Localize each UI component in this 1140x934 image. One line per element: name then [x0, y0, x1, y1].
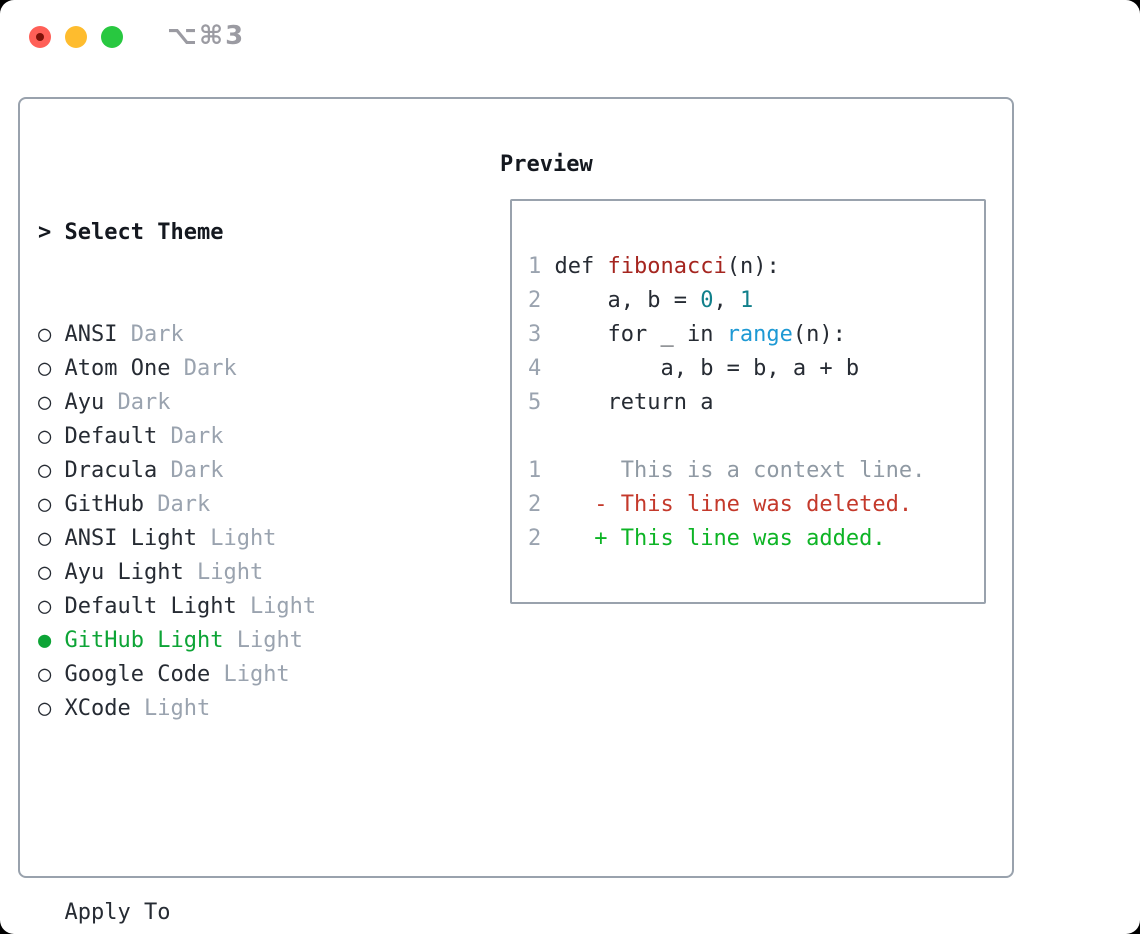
theme-list: ○ ANSI Dark○ Atom One Dark○ Ayu Dark○ De…	[38, 318, 409, 726]
theme-name: Ayu	[64, 390, 105, 415]
code-segment: 1	[739, 288, 754, 313]
code-segment: return a	[554, 390, 714, 415]
line-number: 4	[528, 356, 555, 381]
theme-item-google-code[interactable]: ○ Google Code Light	[38, 658, 409, 692]
apply-to-header: Apply To	[64, 900, 171, 925]
theme-variant: Dark	[157, 492, 211, 517]
line-number: 3	[528, 322, 555, 347]
line-number: 5	[528, 390, 555, 415]
theme-item-ansi[interactable]: ○ ANSI Dark	[38, 318, 409, 352]
preview-header: Preview	[500, 152, 593, 177]
theme-item-github[interactable]: ○ GitHub Dark	[38, 488, 409, 522]
theme-name: Dracula	[64, 458, 158, 483]
theme-item-dracula[interactable]: ○ Dracula Dark	[38, 454, 409, 488]
theme-variant: Light	[143, 696, 211, 721]
theme-variant: Dark	[183, 356, 237, 381]
theme-variant: Light	[249, 594, 317, 619]
code-line: 2 a, b = 0, 1	[528, 284, 984, 318]
theme-variant: Dark	[130, 322, 184, 347]
theme-name: XCode	[64, 696, 131, 721]
line-number: 2	[528, 288, 555, 313]
select-theme-title: Select Theme	[64, 220, 224, 245]
radio-unselected-icon: ○	[38, 696, 52, 721]
code-segment: def	[554, 254, 608, 279]
theme-variant: Light	[223, 662, 290, 687]
code-line: 3 for _ in range(n):	[528, 318, 984, 352]
prompt-icon: >	[38, 220, 52, 245]
theme-name: GitHub	[64, 492, 144, 517]
select-theme-header: > Select Theme	[38, 216, 409, 250]
theme-item-ayu-light[interactable]: ○ Ayu Light Light	[38, 556, 409, 590]
code-segment: range	[726, 322, 793, 347]
code-line-blank	[528, 420, 984, 454]
code-segment: + This line was added.	[554, 526, 886, 551]
code-segment: 0	[700, 288, 714, 313]
close-dot-icon	[36, 33, 44, 41]
code-segment: - This line was deleted.	[554, 492, 913, 517]
line-number: 1	[528, 254, 555, 279]
theme-picker-panel: > Select Theme ○ ANSI Dark○ Atom One Dar…	[18, 97, 1014, 925]
radio-unselected-icon: ○	[38, 594, 52, 619]
radio-unselected-icon: ○	[38, 356, 52, 381]
code-line: 1 def fibonacci(n):	[528, 250, 984, 284]
radio-unselected-icon: ○	[38, 458, 52, 483]
line-number: 2	[528, 492, 555, 517]
code-segment: ,	[713, 288, 740, 313]
radio-unselected-icon: ○	[38, 560, 52, 585]
code-segment: fibonacci	[607, 254, 727, 279]
theme-variant: Dark	[117, 390, 171, 415]
theme-variant: Dark	[170, 458, 224, 483]
code-line: 2 - This line was deleted.	[528, 488, 984, 522]
radio-unselected-icon: ○	[38, 390, 52, 415]
code-segment: a, b =	[554, 288, 701, 313]
minimize-button-icon[interactable]	[65, 26, 87, 48]
theme-name: Ayu Light	[64, 560, 184, 585]
theme-name: ANSI	[64, 322, 118, 347]
theme-item-atom-one[interactable]: ○ Atom One Dark	[38, 352, 409, 386]
code-line: 4 a, b = b, a + b	[528, 352, 984, 386]
code-segment: (n):	[792, 322, 846, 347]
theme-variant: Light	[210, 526, 277, 551]
code-segment: (n):	[726, 254, 780, 279]
code-segment: a, b = b, a + b	[554, 356, 860, 381]
theme-item-github-light[interactable]: ● GitHub Light Light	[38, 624, 409, 658]
radio-unselected-icon: ○	[38, 492, 52, 517]
theme-item-ayu[interactable]: ○ Ayu Dark	[38, 386, 409, 420]
theme-name: Google Code	[64, 662, 211, 687]
theme-item-default-light[interactable]: ○ Default Light Light	[38, 590, 409, 624]
code-line: 5 return a	[528, 386, 984, 420]
code-segment: for _ in	[554, 322, 727, 347]
line-number: 1	[528, 458, 555, 483]
window-shortcut-label: ⌥⌘3	[167, 21, 246, 51]
line-number: 2	[528, 526, 555, 551]
code-line: 2 + This line was added.	[528, 522, 984, 556]
radio-unselected-icon: ○	[38, 526, 52, 551]
zoom-button-icon[interactable]	[101, 26, 123, 48]
theme-item-ansi-light[interactable]: ○ ANSI Light Light	[38, 522, 409, 556]
code-line: 1 This is a context line.	[528, 454, 984, 488]
theme-variant: Light	[196, 560, 264, 585]
theme-variant: Dark	[170, 424, 224, 449]
spacer	[38, 794, 409, 828]
theme-picker-column: > Select Theme ○ ANSI Dark○ Atom One Dar…	[38, 148, 409, 934]
theme-item-default[interactable]: ○ Default Dark	[38, 420, 409, 454]
radio-unselected-icon: ○	[38, 322, 52, 347]
theme-name: GitHub Light	[64, 628, 224, 653]
traffic-lights	[29, 26, 123, 48]
theme-variant: Light	[236, 628, 303, 653]
radio-unselected-icon: ○	[38, 424, 52, 449]
theme-name: Default	[64, 424, 158, 449]
theme-item-xcode[interactable]: ○ XCode Light	[38, 692, 409, 726]
theme-name: Atom One	[64, 356, 171, 381]
code-segment: This is a context line.	[554, 458, 926, 483]
radio-selected-icon: ●	[38, 628, 52, 653]
theme-name: ANSI Light	[64, 526, 197, 551]
theme-name: Default Light	[64, 594, 237, 619]
close-button-icon[interactable]	[29, 26, 51, 48]
radio-unselected-icon: ○	[38, 662, 52, 687]
